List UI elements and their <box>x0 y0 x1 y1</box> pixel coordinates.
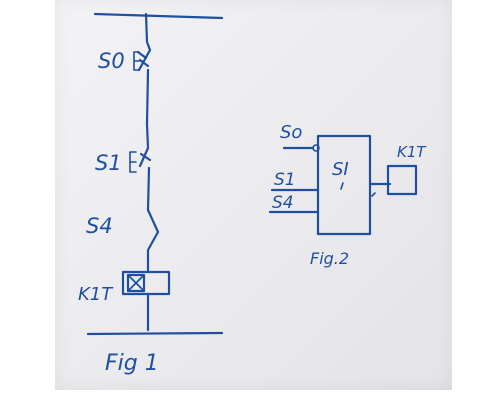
wire-top-to-s0 <box>144 12 149 44</box>
s1-actuator <box>129 151 137 173</box>
fig1-caption: Fig 1 <box>105 351 159 376</box>
s4-contact <box>146 208 160 274</box>
s4-label: S4 <box>86 214 113 238</box>
s0-actuator <box>133 51 140 71</box>
k1t-coil-label: K1T <box>78 284 114 305</box>
fig2-block-diagram: SI So S1 S4 K1T Fig.2 <box>268 122 427 268</box>
input-s4-label: S4 <box>272 193 294 213</box>
bottom-rail <box>86 331 224 336</box>
s0-contact <box>133 40 152 126</box>
si-block-text: SI <box>332 159 349 180</box>
input-s1-label: S1 <box>274 170 296 190</box>
si-block-mark <box>340 182 344 190</box>
k1t-output-box <box>386 164 418 196</box>
s1-contact <box>129 122 152 212</box>
k1t-coil <box>121 270 171 332</box>
input-s0-inverter <box>312 144 320 152</box>
output-label: K1T <box>397 143 427 161</box>
si-block <box>316 134 372 236</box>
output-mark <box>371 192 376 197</box>
s1-label: S1 <box>95 151 122 175</box>
input-s0-label: So <box>280 122 302 143</box>
fig2-caption: Fig.2 <box>310 249 349 268</box>
fig1-ladder: S0 S1 S4 K1T <box>78 12 224 376</box>
top-rail <box>93 12 224 20</box>
paper-sheet <box>55 0 452 390</box>
s0-label: S0 <box>98 49 125 73</box>
